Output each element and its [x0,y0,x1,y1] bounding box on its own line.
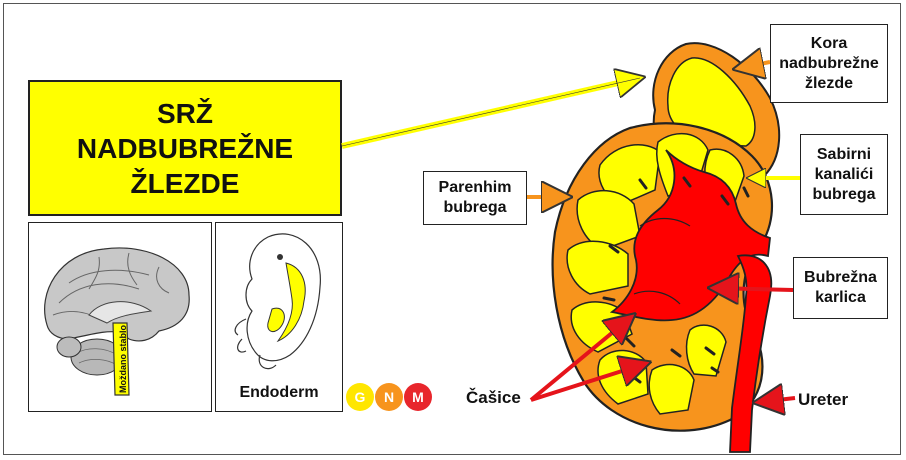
label-kora: Kora nadbubrežne žlezde [770,24,888,103]
arrow-karlica [715,288,793,290]
arrow-ureter [760,398,795,402]
label-kora-line-1: Kora [811,34,847,54]
label-parenhim: Parenhim bubrega [423,171,527,225]
label-kora-line-3: žlezde [805,74,853,94]
label-kora-line-2: nadbubrežne [779,54,879,74]
label-parenhim-line-2: bubrega [443,198,506,218]
label-ureter: Ureter [798,390,848,410]
label-karlica: Bubrežna karlica [793,257,888,319]
label-parenhim-line-1: Parenhim [439,178,512,198]
label-sabirni-line-3: bubrega [812,185,875,205]
label-karlica-line-1: Bubrežna [804,268,877,288]
label-casice: Čašice [466,388,521,408]
label-karlica-line-2: karlica [815,288,866,308]
label-sabirni: Sabirni kanalići bubrega [800,134,888,215]
label-sabirni-line-1: Sabirni [817,145,871,165]
label-sabirni-line-2: kanalići [815,165,874,185]
